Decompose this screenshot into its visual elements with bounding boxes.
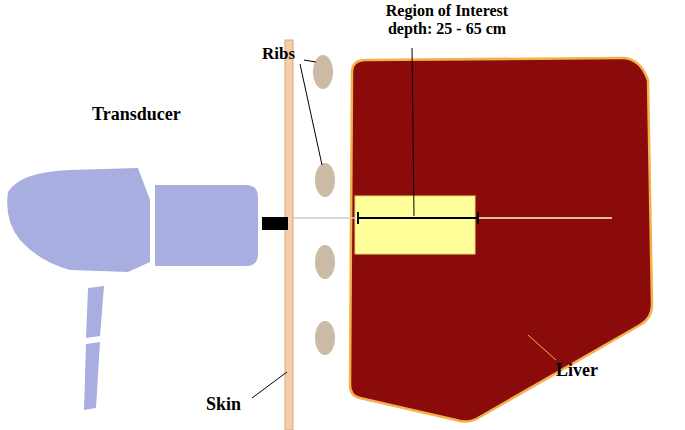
region-box — [355, 196, 475, 254]
transducer-nose — [155, 185, 258, 266]
transducer-handle — [7, 168, 150, 272]
part-label: Transducer — [92, 104, 181, 125]
beam-line — [478, 217, 612, 219]
transducer-cable — [84, 342, 100, 410]
leader-line — [304, 60, 316, 62]
rib — [315, 321, 335, 355]
region-label: Region of Interest depth: 25 - 65 cm — [362, 2, 532, 39]
transducer-tip — [262, 217, 288, 230]
leader-line — [412, 48, 414, 216]
rib — [315, 163, 335, 197]
leader-line — [528, 335, 556, 360]
depth-tick — [357, 212, 359, 224]
skin-layer — [285, 40, 293, 430]
leader-line — [252, 372, 287, 398]
part-label: Ribs — [262, 44, 295, 64]
rib — [315, 245, 335, 279]
depth-line — [358, 217, 478, 219]
transducer-cable — [86, 286, 104, 338]
part-label: Liver — [556, 360, 598, 381]
depth-tick — [477, 212, 479, 224]
liver-shape — [350, 58, 652, 422]
leader-line — [300, 64, 322, 165]
part-label: Skin — [206, 394, 241, 415]
rib — [313, 55, 333, 89]
beam-line — [290, 217, 355, 219]
